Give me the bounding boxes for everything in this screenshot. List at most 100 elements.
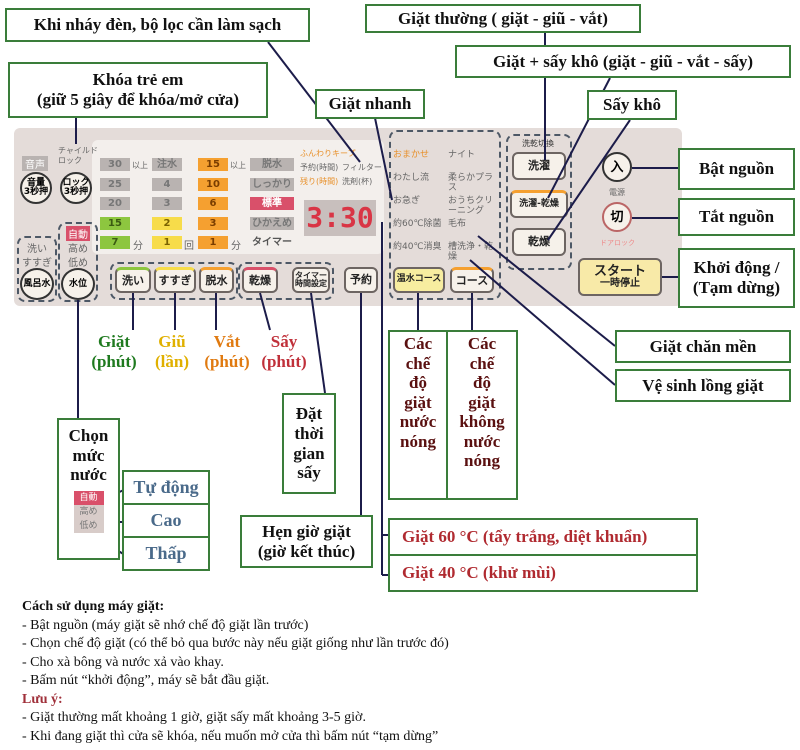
option-auto: Tự động [122, 470, 210, 505]
instructions-title: Cách sử dụng máy giặt: [22, 599, 165, 614]
reserve-button[interactable]: 予約 [344, 267, 378, 293]
callout-power-off: Tắt nguồn [678, 198, 795, 236]
dry-timer-word: thời [294, 423, 324, 443]
callout-quick-wash: Giặt nhanh [315, 89, 425, 119]
callout-wash40: Giặt 40 °C (khử mùi) [388, 554, 698, 592]
water-level-line: nước [70, 465, 107, 485]
course-desc-word: chế [469, 353, 495, 373]
water-level-button[interactable]: 水位 [61, 268, 95, 300]
level-low: 低め [68, 258, 88, 269]
power-off-button[interactable]: 切 [602, 202, 632, 232]
led-rinse: 1 [152, 236, 182, 249]
option-high: Cao [122, 503, 210, 538]
course-label: 約40℃消臭 [393, 242, 442, 252]
instruction-step: - Chọn chế độ giặt (có thể bỏ qua bước n… [22, 636, 449, 651]
callout-child-lock: Khóa trẻ em (giữ 5 giây để khóa/mở cửa) [8, 62, 268, 118]
note-item: - Giặt thường mất khoảng 1 giờ, giặt sấy… [22, 710, 366, 725]
course-button[interactable]: コース [450, 267, 494, 293]
callout-normal-wash: Giặt thường ( giặt - giũ - vắt) [365, 4, 641, 33]
instruction-step: - Bấm nút “khởi động”, máy sẽ bắt đầu gi… [22, 673, 270, 688]
instruction-step: - Cho xà bông và nước xả vào khay. [22, 654, 224, 670]
callout-power-on: Bật nguồn [678, 148, 795, 190]
dry-timer-word: gian [293, 443, 325, 463]
bath-opt-rinse: すすぎ [22, 258, 52, 269]
callout-wash60: Giặt 60 °C (tẩy trắng, diệt khuẩn) [388, 518, 698, 556]
callout-water-level: Chọn mức nước 自動 高め 低め [57, 418, 120, 560]
bath-opt-wash: 洗い [27, 244, 47, 255]
course-desc-word: giặt [404, 392, 432, 412]
option-low: Thấp [122, 536, 210, 571]
start-title: Khởi động / [693, 258, 780, 278]
led-wash: 25 [100, 177, 130, 191]
dry-timer-word: Đặt [295, 404, 323, 424]
led-dry: 標準 [250, 197, 294, 210]
led-wash: 15 [100, 216, 130, 230]
wash-mode-button[interactable]: 洗濯 [512, 152, 566, 180]
bath-water-button[interactable]: 風呂水 [20, 268, 54, 300]
dry-timer-word: sấy [297, 463, 321, 483]
spin-suffix-min: 分 [231, 241, 241, 252]
start-pause-button[interactable]: スタート 一時停止 [578, 258, 662, 296]
level-high: 高め [68, 244, 88, 255]
start-label: スタート [593, 263, 646, 279]
power-on-button[interactable]: 入 [602, 152, 632, 182]
child-lock-title: Khóa trẻ em [92, 70, 184, 90]
hot-course-button[interactable]: 温水コース [393, 267, 445, 293]
wash-suffix-min: 分 [133, 241, 143, 252]
callout-tub-clean: Vệ sinh lồng giặt [615, 369, 791, 402]
course-label: 柔らかプラス [448, 173, 494, 193]
power-label: 電源 [609, 188, 625, 197]
course-label: わたし流 [393, 173, 430, 183]
dry-mode-button[interactable]: 乾燥 [512, 228, 566, 256]
rinse-button[interactable]: すすぎ [154, 267, 196, 293]
course-desc-word: nước [399, 412, 437, 432]
callout-reserve: Hẹn giờ giặt(giờ kết thúc) [240, 515, 373, 568]
course-desc-word: nước [463, 431, 501, 451]
course-label: 毛布 [448, 219, 467, 229]
course-desc-word: giặt [468, 392, 496, 412]
spin-suffix-over: 以上 [230, 161, 246, 170]
course-desc-word: độ [473, 373, 491, 393]
instruction-step: - Bật nguồn (máy giặt sẽ nhớ chế độ giặt… [22, 617, 309, 633]
wash-dry-mode-button[interactable]: 洗濯-乾燥 [510, 190, 568, 218]
led-spin: 3 [198, 216, 228, 230]
label-spin-min: Vắt(phút) [200, 332, 254, 373]
reserve-time-label: 予約(時間) [300, 163, 339, 172]
voice-label: 音声 [22, 156, 48, 171]
water-level-line: mức [72, 445, 105, 465]
course-desc-word: nóng [464, 451, 500, 471]
led-rinse: 注水 [152, 158, 182, 171]
course-desc-word: Các [403, 334, 433, 353]
volume-button[interactable]: 音量 3秒押 [20, 172, 52, 204]
spin-button[interactable]: 脱水 [199, 267, 234, 293]
course-label: 約60℃除菌 [393, 219, 442, 229]
label-line: (phút) [204, 352, 250, 372]
led-rinse: 2 [152, 216, 182, 230]
label-line: Giũ [158, 332, 186, 351]
timer-button[interactable]: タイマー 時間設定 [292, 267, 330, 293]
led-dry: しっかり [250, 177, 294, 191]
course-desc-word: Các [467, 334, 497, 353]
callout-blanket: Giặt chăn mền [615, 330, 791, 363]
wash-suffix-over: 以上 [132, 161, 148, 170]
course-desc-word: độ [409, 373, 427, 393]
dry-button[interactable]: 乾燥 [242, 267, 278, 293]
label-line: Giặt [97, 332, 131, 351]
label-dry-min: Sấy(phút) [256, 332, 312, 373]
led-dry: 脱水 [250, 158, 294, 171]
led-spin: 10 [198, 177, 228, 191]
course-group [389, 130, 501, 300]
led-dry: ひかえめ [250, 216, 294, 230]
reserve-line: (giờ kết thúc) [257, 541, 356, 561]
label-rinse-times: Giũ(lần) [145, 332, 199, 373]
mini-low: 低め [79, 520, 98, 531]
led-wash: 20 [100, 197, 130, 210]
wash-button[interactable]: 洗い [115, 267, 151, 293]
label-line: (lần) [155, 352, 189, 372]
course-desc-word: không [459, 412, 505, 432]
child-lock-button[interactable]: ロック 3秒押 [60, 172, 92, 204]
note-title: Lưu ý: [22, 691, 63, 707]
time-display: 3:30 [304, 200, 376, 236]
